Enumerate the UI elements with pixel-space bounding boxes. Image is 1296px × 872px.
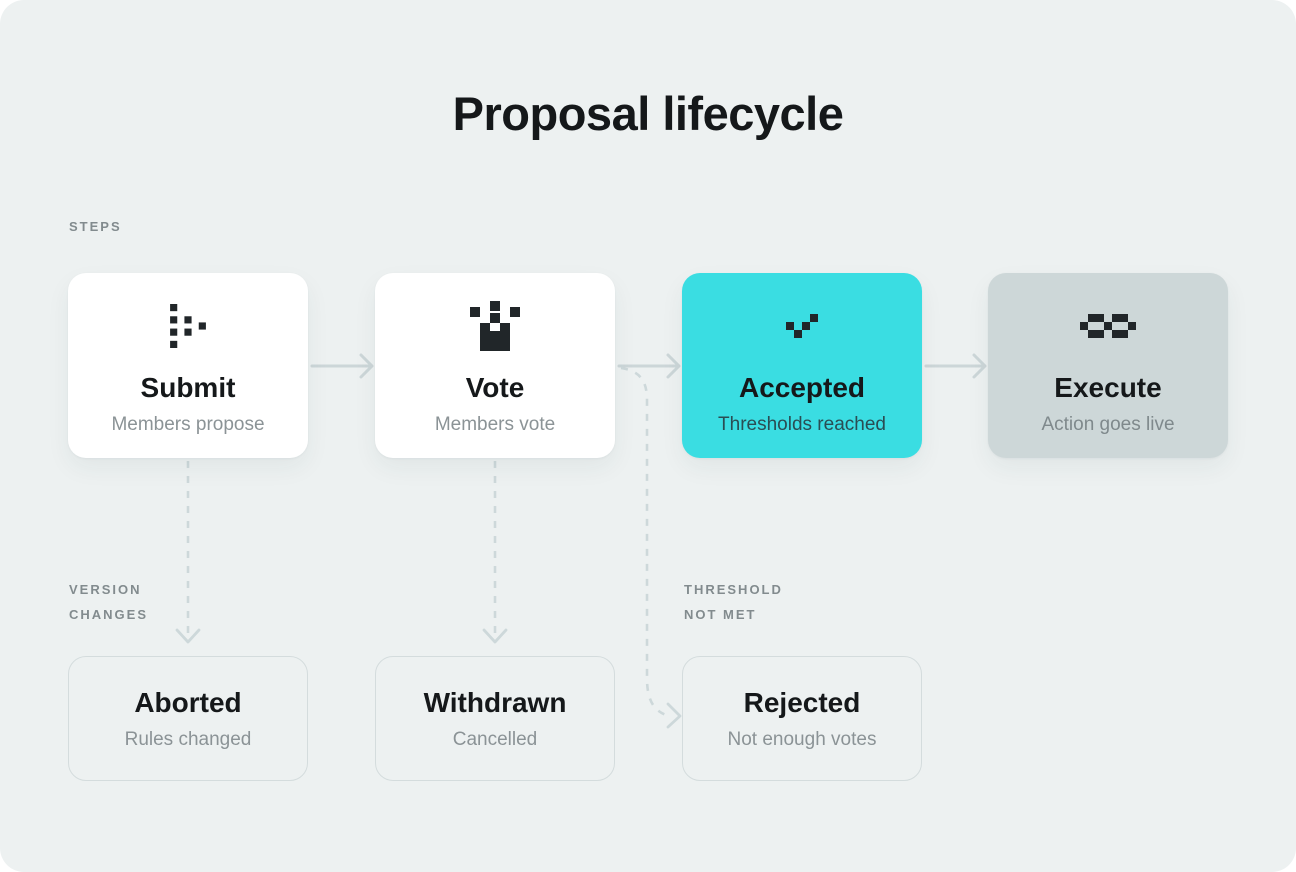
end-title: Withdrawn [423, 686, 567, 718]
end-title: Rejected [743, 686, 861, 718]
step-card-vote: Vote Members vote [375, 273, 615, 458]
threshold-not-met-label: THRESHOLD NOT MET [684, 582, 783, 622]
pixel-check-icon [786, 313, 818, 338]
dashed-arrow-submit-to-aborted [175, 461, 201, 644]
arrow-accepted-to-execute [924, 353, 987, 379]
accepted-icon-slot [786, 300, 818, 352]
end-card-rejected: Rejected Not enough votes [682, 656, 922, 781]
dashed-arrow-vote-to-withdrawn [482, 461, 508, 644]
end-subtitle: Rules changed [124, 728, 252, 750]
end-subtitle: Cancelled [452, 728, 538, 750]
step-subtitle: Members vote [434, 413, 556, 435]
version-changes-label: VERSION CHANGES [69, 582, 149, 622]
step-card-accepted: Accepted Thresholds reached [682, 273, 922, 458]
step-subtitle: Action goes live [1041, 413, 1175, 435]
end-card-withdrawn: Withdrawn Cancelled [375, 656, 615, 781]
step-card-submit: Submit Members propose [68, 273, 308, 458]
step-title: Vote [465, 371, 525, 403]
dashed-arrow-vote-to-rejected [620, 366, 682, 729]
step-subtitle: Members propose [111, 413, 265, 435]
submit-icon-slot [170, 300, 206, 352]
vote-icon-slot [470, 300, 520, 352]
end-card-aborted: Aborted Rules changed [68, 656, 308, 781]
end-subtitle: Not enough votes [727, 728, 877, 750]
end-title: Aborted [134, 686, 242, 718]
pixel-chain-icon [1080, 313, 1136, 338]
steps-label: STEPS [69, 219, 122, 234]
pixel-arrow-right-icon [170, 303, 206, 348]
step-subtitle: Thresholds reached [718, 413, 886, 435]
execute-icon-slot [1080, 300, 1136, 352]
arrow-vote-to-accepted [617, 353, 681, 379]
step-card-execute: Execute Action goes live [988, 273, 1228, 458]
step-title: Submit [140, 371, 236, 403]
step-title: Execute [1054, 371, 1162, 403]
arrow-submit-to-vote [310, 353, 374, 379]
step-title: Accepted [738, 371, 866, 403]
pixel-ballot-icon [470, 300, 520, 351]
page-title: Proposal lifecycle [452, 87, 844, 140]
